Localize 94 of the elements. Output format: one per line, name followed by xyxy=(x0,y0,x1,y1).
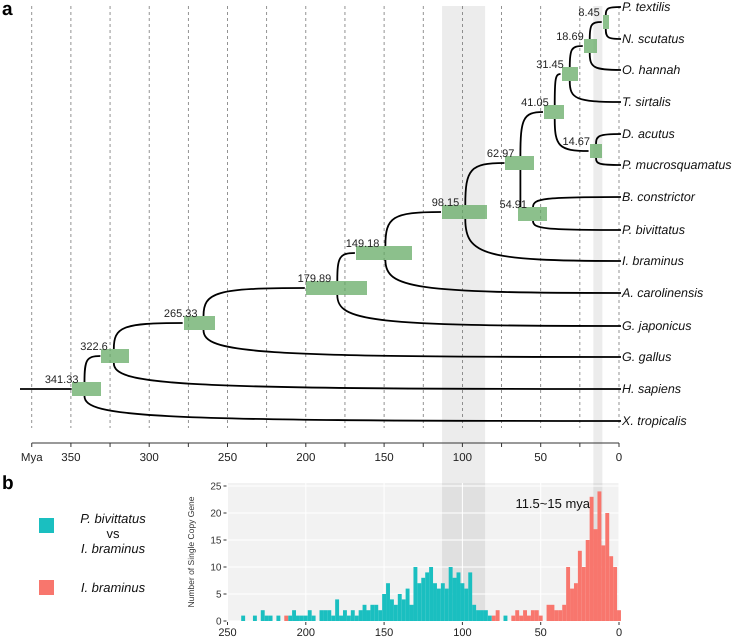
species-label: B. constrictor xyxy=(622,188,695,206)
node-age-label: 149.18 xyxy=(344,238,380,250)
node-age-label: 62.97 xyxy=(486,148,514,160)
y-tick-label: 0 xyxy=(216,616,222,628)
tree-branch xyxy=(532,220,621,231)
axis-tick-label: 100 xyxy=(452,452,472,465)
tree-branch xyxy=(568,45,583,67)
x-tick-label: 50 xyxy=(534,627,547,639)
node-age-label: 98.15 xyxy=(430,197,460,209)
node-age-label: 14.67 xyxy=(561,136,590,148)
axis-tick-label: 200 xyxy=(296,452,316,465)
tree-branch xyxy=(520,170,522,207)
species-label: T. sirtalis xyxy=(622,93,671,111)
confidence-bar xyxy=(584,39,597,53)
tree-branch xyxy=(604,28,621,40)
axis-tick-label: 250 xyxy=(218,452,238,465)
confidence-bar xyxy=(184,316,215,330)
confidence-bar xyxy=(356,246,412,260)
species-label: D. acutus xyxy=(622,125,675,143)
tree-branch xyxy=(520,111,544,156)
confidence-bar xyxy=(602,15,609,29)
confidence-bar xyxy=(442,205,486,219)
species-label: P. mucrosquamatus xyxy=(622,156,732,174)
species-label: G. gallus xyxy=(622,348,672,366)
y-tick-label: 25 xyxy=(210,482,222,492)
species-label: A. carolinensis xyxy=(622,284,704,302)
node-age-label: 8.45 xyxy=(577,7,600,19)
panel-letter: a xyxy=(2,0,13,20)
tree-branch xyxy=(554,118,589,152)
species-label: P. textilis xyxy=(622,0,670,16)
chart-annotation: 11.5~15 mya xyxy=(515,496,590,511)
y-tick-label: 5 xyxy=(216,590,222,600)
tree-branch xyxy=(384,211,442,246)
confidence-bar xyxy=(306,281,367,295)
species-label: P. bivittatus xyxy=(622,221,686,239)
legend-label: I. braminus xyxy=(80,580,146,595)
confidence-bar xyxy=(101,349,130,363)
tree-branch xyxy=(336,294,621,327)
tree-branch xyxy=(112,322,183,350)
axis-tick-label: 150 xyxy=(374,452,394,465)
tree-branch xyxy=(588,21,602,39)
node-age-label: 341.33 xyxy=(44,374,78,386)
confidence-bar xyxy=(518,207,547,221)
tree-branch xyxy=(336,252,355,281)
axis-tick-label: 0 xyxy=(616,452,622,465)
species-label: X. tropicalis xyxy=(622,412,687,430)
tree-branch xyxy=(84,396,621,422)
y-tick-label: 10 xyxy=(210,562,222,574)
x-tick-label: 100 xyxy=(453,627,472,639)
axis-tick-label: Mya xyxy=(20,452,43,465)
species-label: N. scutatus xyxy=(622,30,685,48)
tree-branch xyxy=(532,196,621,208)
tree-branch xyxy=(202,287,305,316)
y-tick-label: 20 xyxy=(210,508,222,520)
species-label: G. japonicus xyxy=(622,317,692,335)
tree-branch xyxy=(464,218,621,262)
y-axis-title: Number of Single Copy Gene xyxy=(186,496,196,608)
tree-branch xyxy=(604,6,621,16)
confidence-bar xyxy=(544,105,564,119)
tree-branch xyxy=(20,388,72,390)
x-tick-label: 150 xyxy=(374,627,394,639)
species-label: O. hannah xyxy=(622,61,680,79)
node-age-label: 41.05 xyxy=(520,97,549,109)
axis-tick-label: 50 xyxy=(534,452,548,465)
legend-label: P. bivittatus vs I. braminus xyxy=(79,511,147,556)
tree-branch xyxy=(595,133,621,144)
confidence-bar xyxy=(72,382,102,396)
confidence-bar xyxy=(562,67,578,81)
x-tick-label: 0 xyxy=(616,627,622,639)
axis-tick-label: 350 xyxy=(61,452,80,465)
confidence-bar xyxy=(590,144,602,158)
axis-tick-label: 300 xyxy=(140,452,159,465)
species-label: H. sapiens xyxy=(622,380,682,398)
tree-branch xyxy=(568,80,621,103)
confidence-bar xyxy=(505,156,534,170)
node-age-label: 31.45 xyxy=(535,59,564,71)
tree-branch xyxy=(588,52,621,71)
panel-letter: b xyxy=(2,474,14,494)
tree-branch xyxy=(554,73,561,105)
x-tick-label: 200 xyxy=(296,627,315,639)
node-age-label: 54.91 xyxy=(498,199,527,211)
tree-branch xyxy=(595,158,621,166)
node-age-label: 18.69 xyxy=(555,31,584,43)
tree-branch xyxy=(202,330,621,358)
node-age-label: 265.33 xyxy=(162,308,198,320)
x-tick-label: 250 xyxy=(218,627,237,639)
tree-branch xyxy=(112,362,621,390)
species-label: I. braminus xyxy=(622,252,684,270)
tree-branch xyxy=(464,162,504,206)
tree-branch xyxy=(384,260,621,294)
tree-branch xyxy=(84,355,100,382)
node-age-label: 179.89 xyxy=(296,273,332,285)
node-age-label: 322.6 xyxy=(79,341,108,353)
y-tick-label: 15 xyxy=(210,536,222,546)
